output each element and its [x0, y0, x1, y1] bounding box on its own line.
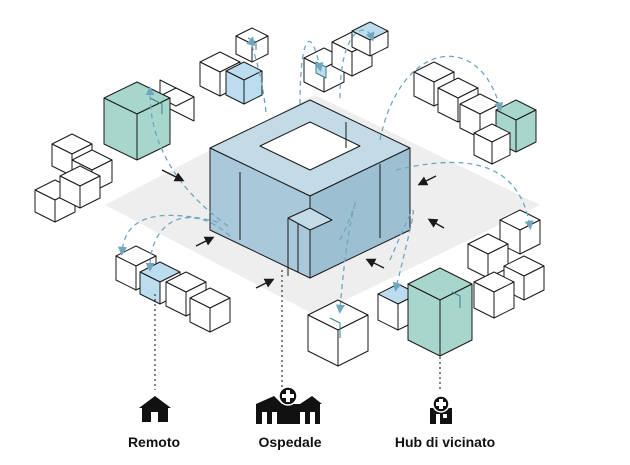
arrow-icon [161, 169, 185, 182]
arrow-icon [417, 175, 437, 186]
hospital-block [209, 99, 411, 279]
house-icon [139, 396, 171, 422]
leader-lines [154, 270, 441, 392]
clinic-icon [430, 395, 452, 424]
building-cluster-top-left [199, 27, 269, 105]
arrow-icon [195, 236, 215, 247]
arrow-icon [427, 218, 445, 229]
inflow-arrows [161, 169, 445, 289]
building-cluster-left [34, 133, 113, 223]
hospital-icon [256, 386, 322, 424]
hospital-label: Ospedale [258, 434, 322, 450]
building-cluster-right-upper [413, 61, 537, 165]
building-cluster-bottom-center [307, 299, 369, 367]
building-cluster-hub [377, 267, 473, 357]
building-cluster-right-lower [467, 209, 545, 319]
connection-arcs [117, 29, 534, 314]
arrow-icon [365, 258, 385, 269]
hub-label: Hub di vicinato [394, 434, 496, 450]
building-cluster-top-center [303, 21, 389, 93]
remote-label: Remoto [127, 434, 181, 450]
arrow-icon [255, 278, 275, 289]
building-cluster-upper-left [103, 79, 195, 161]
